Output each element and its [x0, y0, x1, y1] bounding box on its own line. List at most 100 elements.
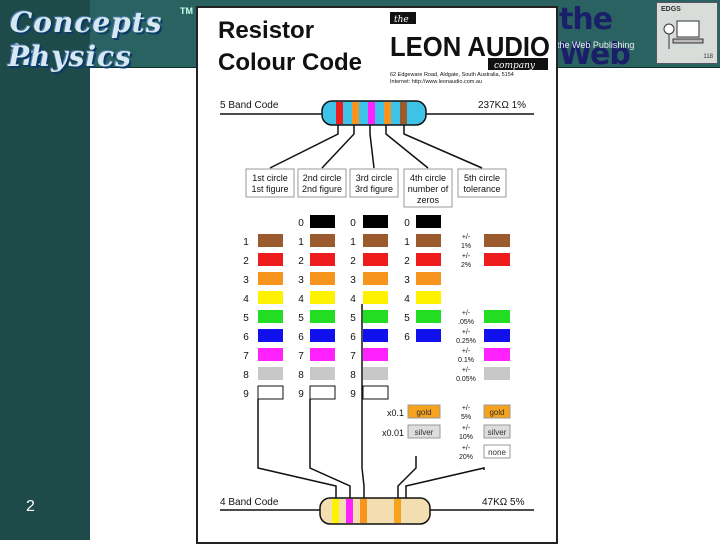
concepts-in-physics-logo: Concepts in Physics TM	[4, 4, 194, 78]
tolerance-swatch	[484, 329, 510, 342]
digit-label: 6	[243, 332, 249, 343]
column-header-box	[245, 168, 295, 198]
digit-label: 5	[404, 313, 410, 324]
colour-swatch	[310, 234, 335, 247]
digit-label: 0	[350, 218, 356, 229]
digit-label: 5	[298, 313, 304, 324]
badge-label: EDGS	[661, 6, 681, 13]
digit-label: 3	[350, 275, 356, 286]
digit-label: 8	[298, 370, 304, 381]
digit-label: 2	[243, 256, 249, 267]
connector-line	[397, 456, 417, 498]
tolerance-swatch	[484, 367, 510, 380]
logo-line1: Concepts in	[10, 6, 163, 72]
tolerance-swatch-name: silver	[488, 428, 507, 437]
multiplier-label: x0.01	[382, 428, 404, 438]
column-header-text: 1st circle	[252, 173, 288, 183]
colour-swatch	[310, 272, 335, 285]
bottom-band-label: 4 Band Code	[220, 497, 279, 508]
resistor-top-band	[400, 102, 407, 124]
digit-label: 4	[243, 294, 249, 305]
leon-audio-logo: the LEON AUDIO company 62 Edgeware Road,…	[390, 12, 550, 85]
tolerance-swatch	[484, 234, 510, 247]
column-header-text: 4th circle	[410, 173, 446, 183]
tolerance-pm: +/-	[462, 405, 471, 412]
column-header-box	[457, 168, 507, 198]
tolerance-swatch	[484, 310, 510, 323]
digit-label: 6	[298, 332, 304, 343]
digit-label: 2	[404, 256, 410, 267]
colour-swatch	[258, 272, 283, 285]
digit-label: 8	[243, 370, 249, 381]
digit-label: 2	[350, 256, 356, 267]
tolerance-swatch	[484, 253, 510, 266]
connector-line	[321, 125, 355, 169]
colour-swatch	[258, 234, 283, 247]
connector-line	[361, 304, 365, 498]
tolerance-swatch	[484, 348, 510, 361]
tolerance-value: 2%	[461, 262, 471, 269]
colour-swatch	[258, 367, 283, 380]
multiplier-swatch-name: gold	[416, 408, 431, 417]
tolerance-pm: +/-	[462, 234, 471, 241]
colour-swatch	[363, 291, 388, 304]
top-band-label: 5 Band Code	[220, 100, 279, 111]
colour-swatch	[363, 310, 388, 323]
title-line1: Resistor	[218, 17, 314, 44]
digit-label: 1	[350, 237, 356, 248]
colour-swatch	[416, 272, 441, 285]
digit-label: 9	[298, 389, 304, 400]
resistor-bottom-band	[394, 499, 401, 523]
colour-swatch	[310, 367, 335, 380]
the-web-logo: the Web the Web Publishing	[555, 0, 650, 72]
tolerance-swatch	[483, 424, 511, 439]
tolerance-pm: +/-	[462, 253, 471, 260]
colour-swatch	[258, 310, 283, 323]
column-header-box	[297, 168, 347, 198]
resistor-top-band	[336, 102, 343, 124]
company-the: the	[394, 15, 409, 25]
resistor-top-band	[352, 102, 359, 124]
connector-line	[405, 467, 485, 498]
colour-swatch	[310, 253, 335, 266]
digit-label: 4	[298, 294, 304, 305]
connector-line	[369, 125, 375, 169]
column-header-text: 3rd circle	[356, 173, 393, 183]
digit-label: 3	[243, 275, 249, 286]
multiplier-swatch	[407, 404, 441, 419]
colour-swatch	[416, 253, 441, 266]
colour-swatch	[258, 329, 283, 342]
colour-swatch	[416, 234, 441, 247]
tolerance-value: 10%	[459, 434, 473, 441]
column-header-text: 5th circle	[464, 173, 500, 183]
resistor-colour-code-chart: Resistor Colour Code the LEON AUDIO comp…	[196, 6, 558, 544]
colour-swatch	[310, 348, 335, 361]
digit-label: 7	[243, 351, 249, 362]
publisher-badge: EDGS 118	[656, 2, 718, 64]
colour-swatch	[416, 215, 441, 228]
resistor-bottom-band	[346, 499, 353, 523]
tolerance-value: 20%	[459, 454, 473, 461]
resistor-bottom-band	[332, 499, 339, 523]
colour-swatch	[416, 310, 441, 323]
digit-label: 1	[243, 237, 249, 248]
colour-swatch	[363, 234, 388, 247]
multiplier-label: x0.1	[387, 408, 404, 418]
resistor-bottom-band	[360, 499, 367, 523]
colour-swatch	[363, 348, 388, 361]
tolerance-swatch	[483, 404, 511, 419]
digit-label: 2	[298, 256, 304, 267]
colour-swatch	[363, 215, 388, 228]
digit-label: 4	[350, 294, 356, 305]
tolerance-pm: +/-	[462, 348, 471, 355]
top-band-value: 237KΩ 1%	[478, 100, 526, 111]
colour-swatch	[363, 253, 388, 266]
computer-user-icon	[663, 20, 704, 49]
colour-swatch	[362, 385, 389, 400]
digit-label: 1	[404, 237, 410, 248]
digit-label: 6	[404, 332, 410, 343]
digit-label: 7	[350, 351, 356, 362]
colour-swatch	[310, 329, 335, 342]
digit-label: 5	[243, 313, 249, 324]
